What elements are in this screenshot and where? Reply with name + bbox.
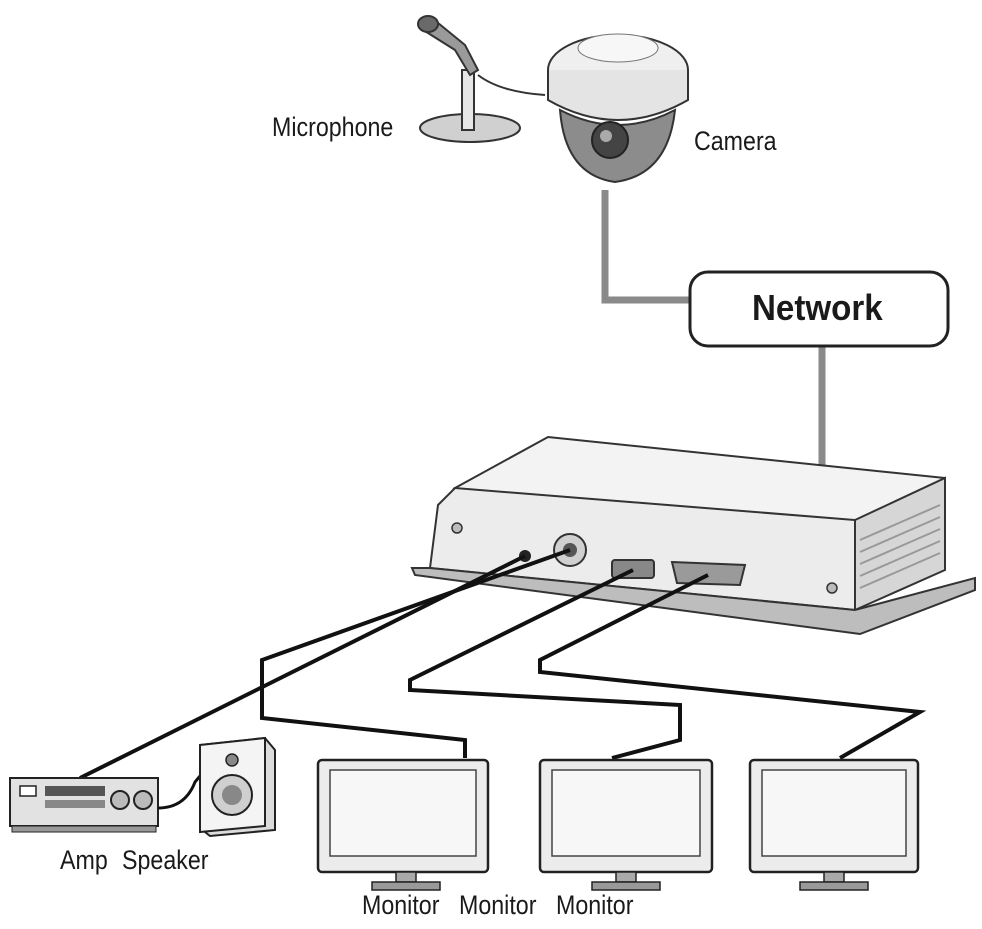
amplifier-icon <box>9 777 159 833</box>
monitor-3-icon <box>748 758 920 891</box>
camera-label: Camera <box>694 126 777 156</box>
microphone-icon <box>417 15 546 143</box>
monitor-3-label: Monitor <box>556 890 634 920</box>
monitor-2-icon <box>538 758 714 891</box>
cable-monitor-2 <box>408 568 682 760</box>
monitor-1-label: Monitor <box>362 890 440 920</box>
speaker-icon <box>199 736 276 838</box>
decoder-box-icon <box>410 435 976 636</box>
camera-icon <box>547 33 689 184</box>
network-node <box>688 270 950 348</box>
cable-monitor-3 <box>538 573 927 760</box>
amp-speaker-cable <box>157 769 207 810</box>
monitor-2-label: Monitor <box>459 890 537 920</box>
network-label: Network <box>752 287 883 328</box>
monitor-1-icon <box>316 758 490 891</box>
camera-network-link <box>601 190 690 304</box>
speaker-label: Speaker <box>122 845 209 875</box>
microphone-label: Microphone <box>272 112 394 142</box>
cable-monitor-1 <box>260 548 571 758</box>
amp-label: Amp <box>60 845 108 875</box>
